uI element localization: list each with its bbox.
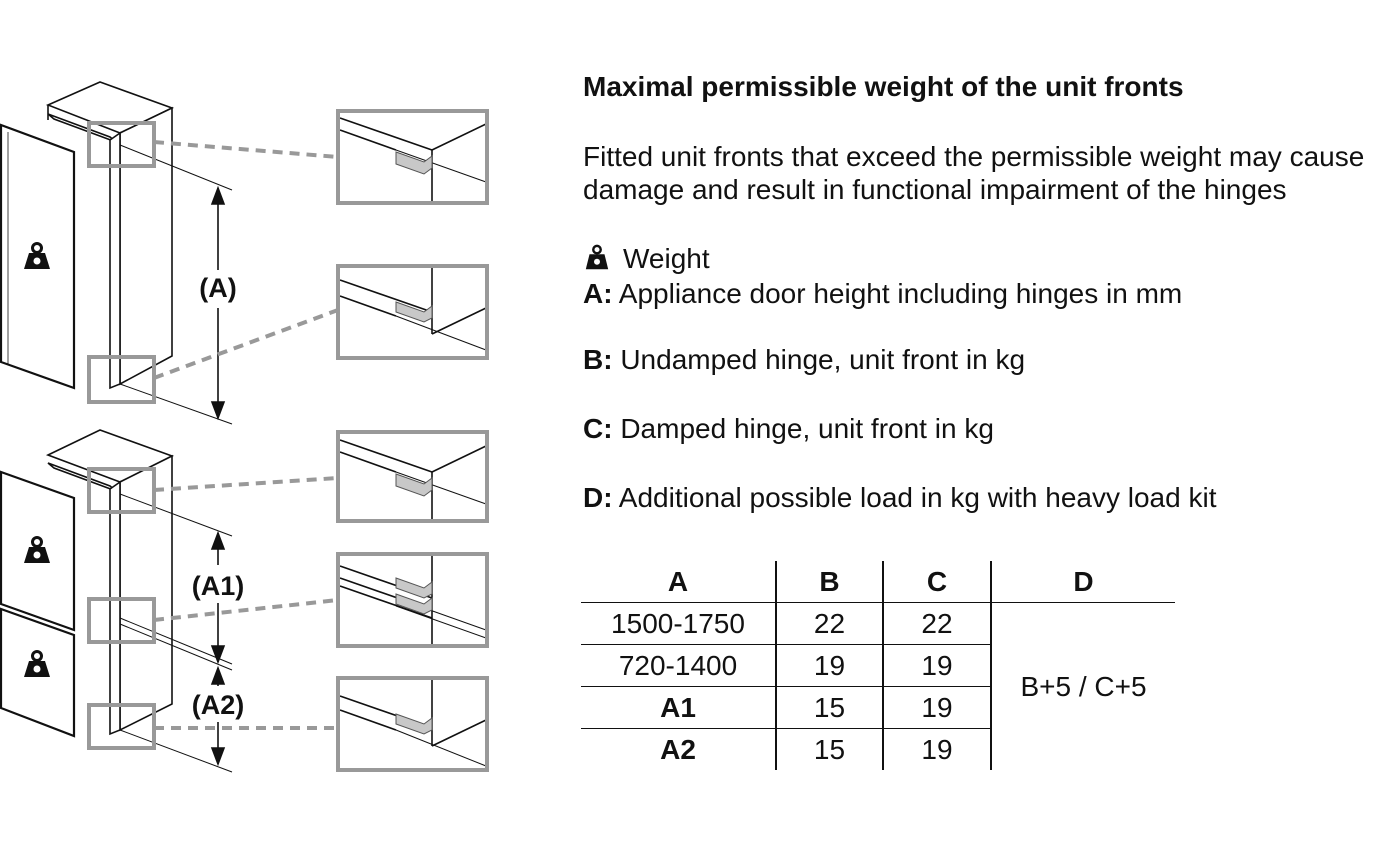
- weight-table: A B C D 1500-1750 22 22 B+5 / C+5 720-14…: [581, 561, 1175, 770]
- table-row: 720-1400 19 19: [581, 644, 1175, 687]
- detail-top-hinge-1: [336, 109, 489, 205]
- header-d: D: [990, 561, 1175, 603]
- cell-c: 22: [882, 602, 991, 645]
- dimension-a1-a2: [210, 530, 226, 767]
- cell-c: 19: [882, 686, 991, 729]
- label-a: (A): [199, 273, 236, 303]
- detail-middle-hinges: [336, 552, 489, 648]
- header-a: A: [581, 561, 776, 603]
- legend-d: D: Additional possible load in kg with h…: [583, 482, 1216, 514]
- legend-a-text: Appliance door height including hinges i…: [618, 278, 1183, 309]
- legend-d-text: Additional possible load in kg with heav…: [618, 482, 1217, 513]
- legend-c-text: Damped hinge, unit front in kg: [620, 413, 994, 444]
- legend-b-key: B:: [583, 344, 613, 375]
- cell-b: 19: [775, 644, 883, 687]
- cell-c: 19: [882, 728, 991, 770]
- warning-paragraph: Fitted unit fronts that exceed the permi…: [583, 141, 1365, 205]
- legend-b-text: Undamped hinge, unit front in kg: [620, 344, 1026, 375]
- cell-c: 19: [882, 644, 991, 687]
- legend-c-key: C:: [583, 413, 613, 444]
- single-door-appliance: [0, 81, 233, 425]
- detail-top-hinge-2: [336, 430, 489, 523]
- dimension-a: [210, 185, 226, 421]
- detail-bottom-hinge-1: [336, 264, 489, 360]
- cell-a: 1500-1750: [581, 602, 776, 645]
- legend-b: B: Undamped hinge, unit front in kg: [583, 344, 1025, 376]
- cell-d: B+5 / C+5: [990, 602, 1175, 770]
- table-row: A1 15 19: [581, 686, 1175, 729]
- cell-b: 15: [775, 728, 883, 770]
- cell-b: 22: [775, 602, 883, 645]
- table-row: 1500-1750 22 22 B+5 / C+5: [581, 602, 1175, 770]
- table-row: A2 15 19: [581, 728, 1175, 770]
- header-b: B: [775, 561, 883, 603]
- installation-diagram: (A) (A1) (A2): [0, 81, 489, 773]
- label-a1: (A1): [192, 571, 245, 601]
- legend-a: A: Appliance door height including hinge…: [583, 278, 1182, 310]
- legend-a-key: A:: [583, 278, 613, 309]
- header-c: C: [882, 561, 991, 603]
- cell-a: A2: [660, 734, 696, 765]
- hinge-callouts-bottom: [87, 467, 339, 750]
- cell-a: 720-1400: [581, 644, 776, 687]
- legend-d-key: D:: [583, 482, 613, 513]
- cell-a: A1: [581, 686, 776, 729]
- cell-b: 15: [775, 686, 883, 729]
- hinge-callouts-top: [87, 121, 339, 404]
- page-title: Maximal permissible weight of the unit f…: [583, 71, 1184, 102]
- legend-weight-text: Weight: [623, 243, 710, 274]
- weight-icon: [585, 244, 609, 270]
- legend-weight: Weight: [583, 243, 710, 275]
- table-header-row: A B C D: [581, 561, 1175, 603]
- label-a2: (A2): [192, 690, 245, 720]
- detail-bottom-hinge-2: [336, 676, 489, 772]
- legend-c: C: Damped hinge, unit front in kg: [583, 413, 994, 445]
